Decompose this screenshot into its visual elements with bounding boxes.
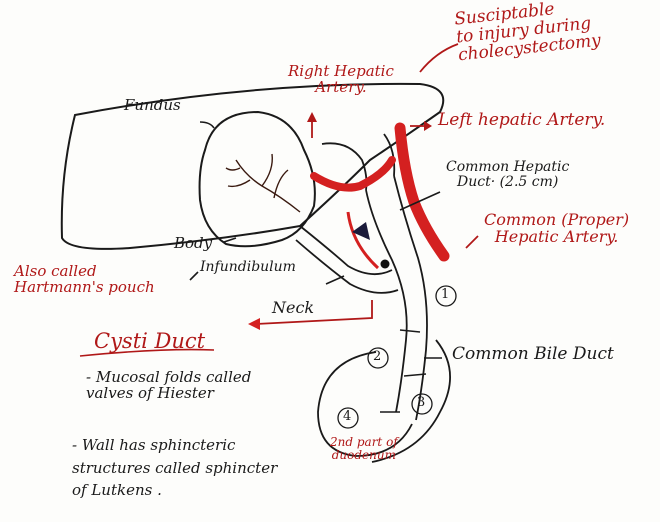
label-common-bile-duct: Common Bile Duct <box>452 346 614 364</box>
label-also-called: Also called Hartmann's pouch <box>14 264 155 296</box>
left-hepatic-arrowhead <box>424 121 432 131</box>
right-hepatic-artery-vessel <box>314 160 392 188</box>
label-common-hepatic-duct: Common Hepatic Duct· (2.5 cm) <box>446 160 569 189</box>
cystic-duct-arrowhead <box>248 318 260 330</box>
label-neck: Neck <box>272 300 314 317</box>
label-body: Body <box>174 236 212 252</box>
label-proper-hepatic-artery: Common (Proper) Hepatic Artery. <box>484 212 629 246</box>
note-sphincter-of-lutkens: - Wall has sphincteric structures called… <box>72 434 277 502</box>
lymph-node-marker <box>381 260 390 269</box>
right-hepatic-arrowhead <box>307 112 317 122</box>
body-arrow <box>224 238 236 242</box>
susceptible-arrow <box>420 44 458 72</box>
label-infundibulum: Infundibulum <box>200 260 296 275</box>
note-valves-of-hiester: - Mucosal folds called valves of Hiester <box>86 370 251 402</box>
cystic-artery-vessel <box>348 212 378 268</box>
label-cystic-duct: Cysti Duct <box>94 330 205 352</box>
gallbladder-vessels <box>226 154 300 212</box>
infundibulum-arrow <box>190 272 198 280</box>
segment-3-label: 3 <box>417 396 425 410</box>
neck-arrow <box>326 276 344 284</box>
proper-hepatic-arrow <box>466 236 478 248</box>
segment-1-label: 1 <box>441 288 449 302</box>
segment-2-label: 2 <box>373 350 381 364</box>
label-fundus: Fundus <box>124 98 181 114</box>
label-right-hepatic-artery: Right Hepatic Artery. <box>288 64 394 96</box>
fundus-arrow <box>200 122 214 128</box>
label-duodenum: 2nd part of duodenum <box>330 436 398 461</box>
left-hepatic-artery-vessel <box>400 128 444 256</box>
segment-4-label: 4 <box>343 410 351 424</box>
label-left-hepatic-artery: Left hepatic Artery. <box>438 112 605 130</box>
